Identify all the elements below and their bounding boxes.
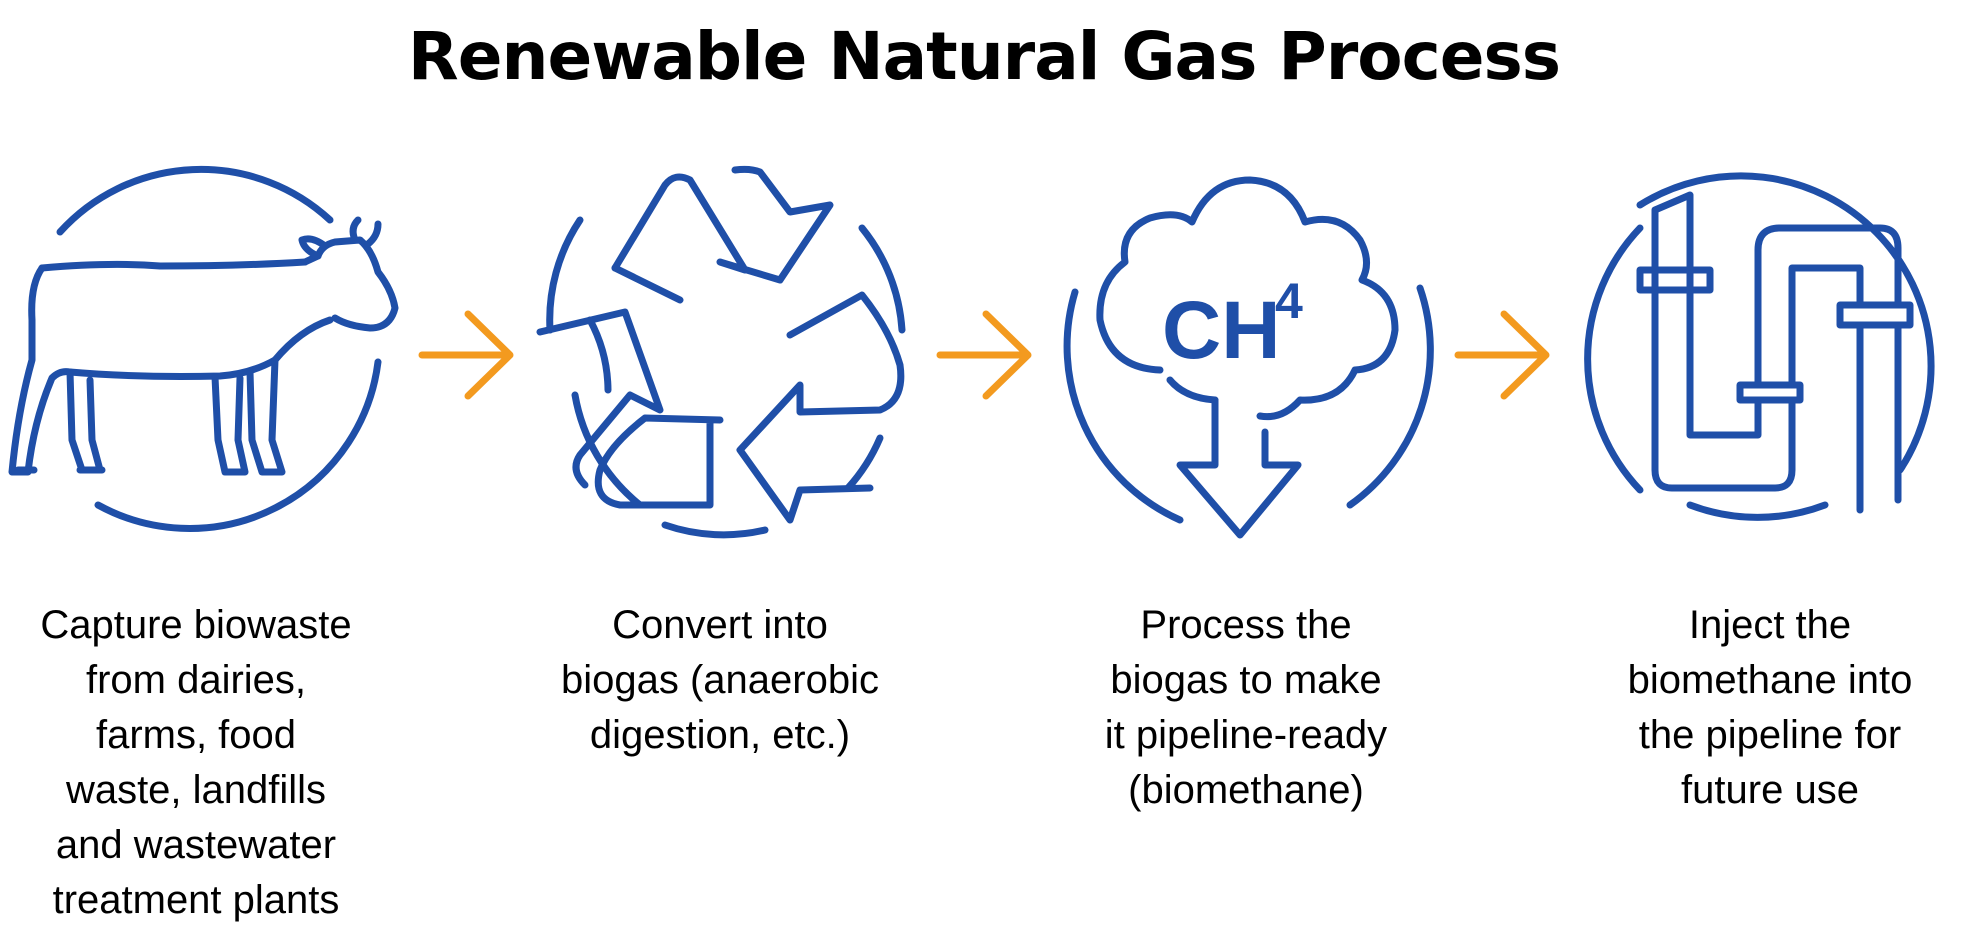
methane-formula-digit: 4 [1275, 273, 1303, 329]
step-convert-text: Convert into biogas (anaerobic digestion… [561, 603, 879, 757]
methane-formula: CH [1162, 285, 1280, 376]
page-title: Renewable Natural Gas Process [407, 18, 1561, 95]
arrow-right-icon [936, 310, 1032, 400]
recycle-icon [536, 165, 906, 539]
cow-icon [8, 165, 399, 532]
step-process-text: Process the biogas to make it pipeline-r… [1104, 603, 1388, 812]
methane-cloud-icon [1063, 176, 1434, 539]
arrow-right-icon [418, 310, 514, 400]
step-inject-text: Inject the biomethane into the pipeline … [1627, 603, 1913, 812]
step-capture-text: Capture biowaste from dairies, farms, fo… [40, 603, 352, 922]
arrow-right-icon [1454, 310, 1550, 400]
pipeline-icon [1584, 172, 1935, 521]
